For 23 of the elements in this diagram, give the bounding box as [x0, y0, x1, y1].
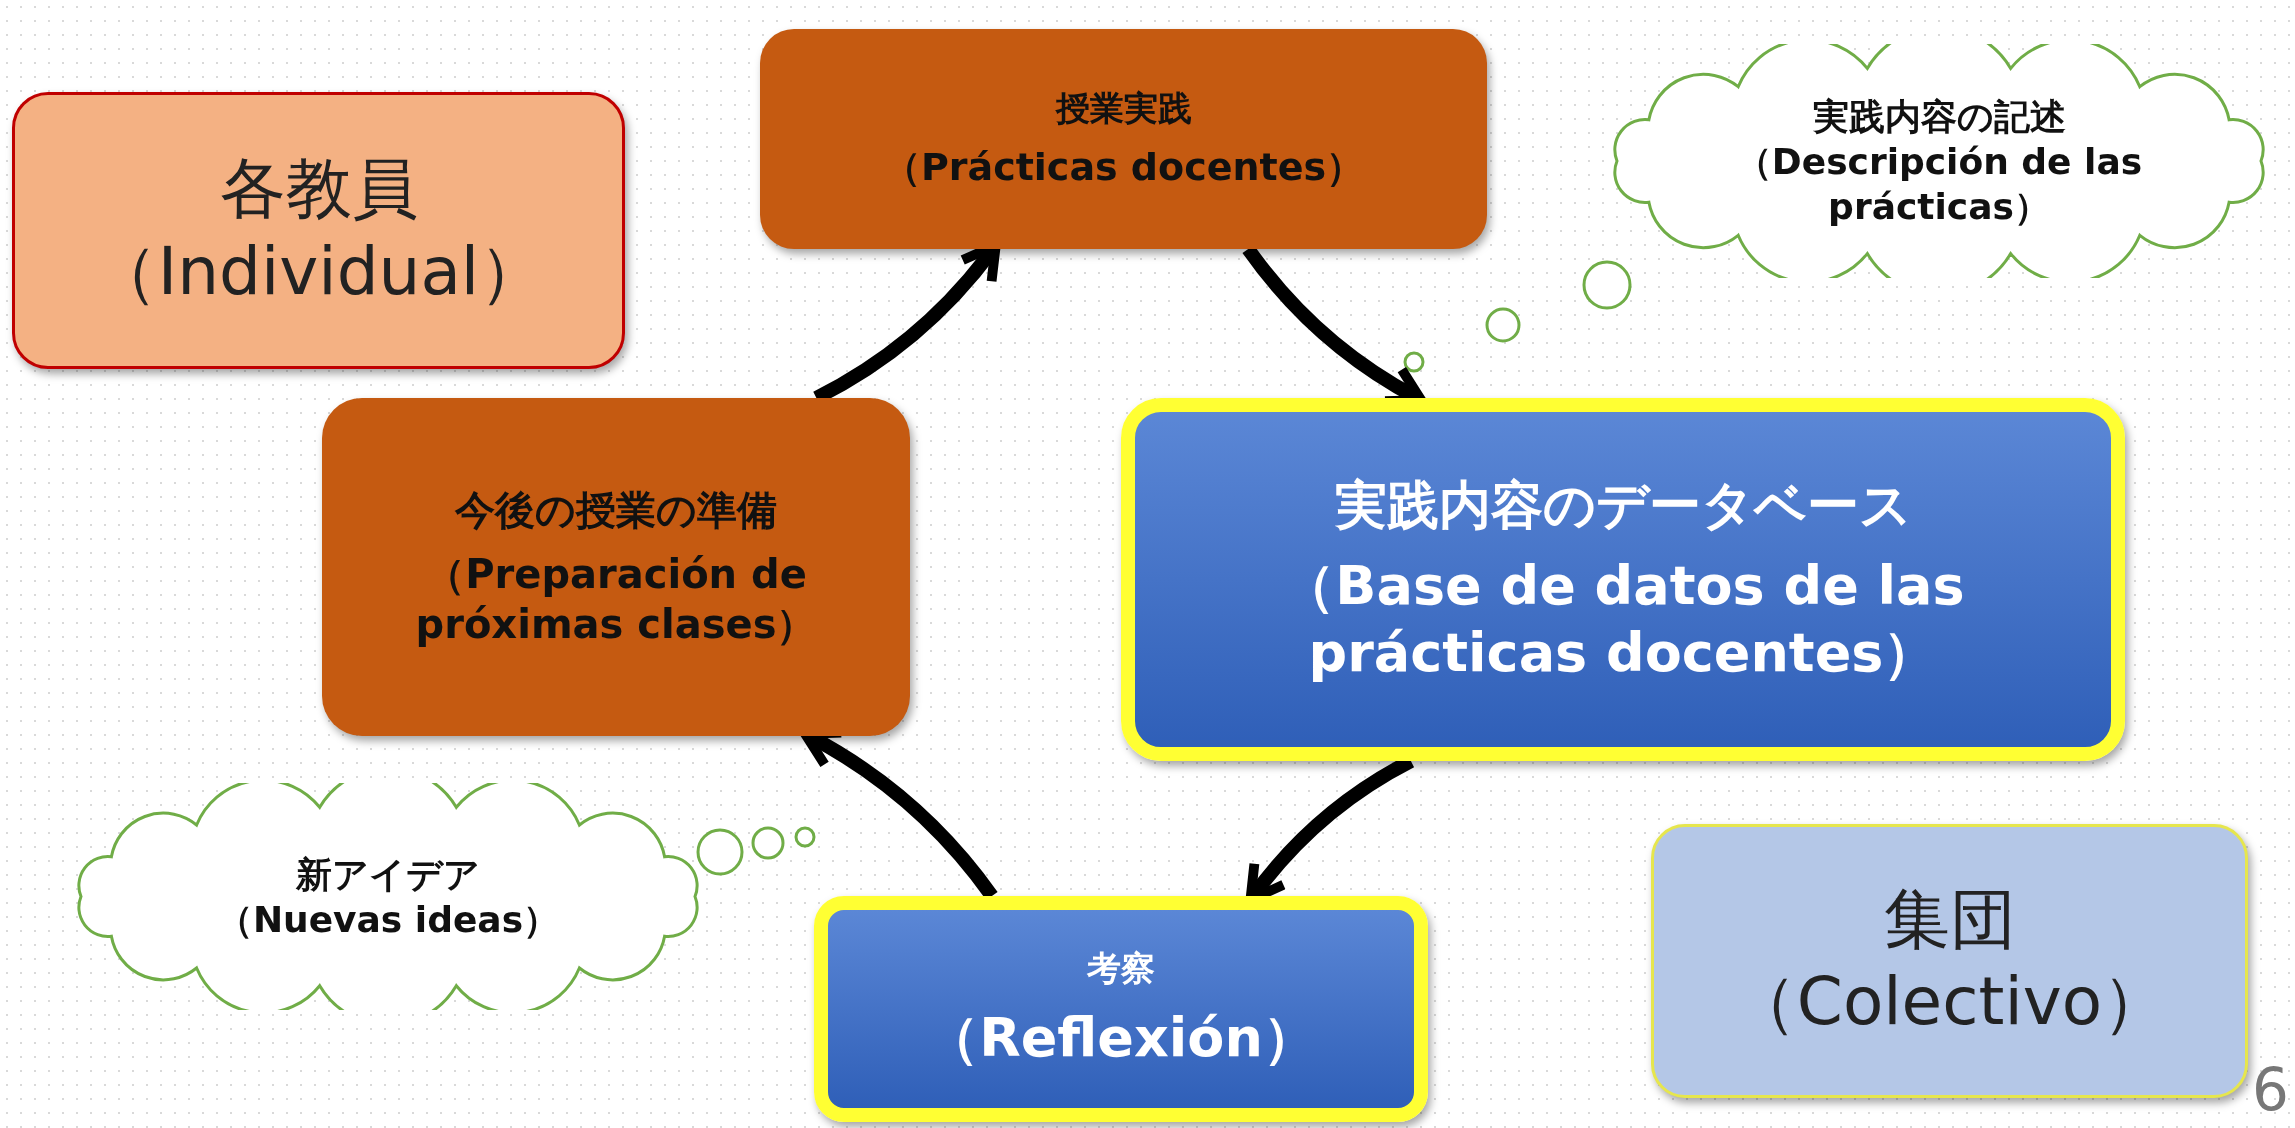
box-text: （Reflexión） — [925, 1004, 1317, 1071]
database-box — [1121, 398, 2125, 761]
box-text: （Individual） — [91, 231, 546, 312]
box-heading: 新アイデア — [296, 852, 480, 897]
process-box — [322, 398, 910, 736]
process-box — [814, 896, 1428, 1122]
box-heading: 集団 — [1883, 879, 2016, 960]
box-text: （Colectivo） — [1730, 962, 2169, 1042]
page-number: 6 — [2252, 1056, 2289, 1124]
box-text: （Base de datos de las prácticas docentes） — [1280, 552, 1966, 686]
box-heading: 考察 — [1087, 947, 1155, 990]
box-text: （Nuevas ideas） — [216, 897, 560, 942]
box-heading: 実践内容のデータベース — [1334, 473, 1912, 537]
process-box — [760, 29, 1487, 249]
box-heading: 今後の授業の準備 — [455, 486, 777, 535]
box-text: （Preparación de próximas clases） — [414, 550, 818, 649]
group-box — [1651, 824, 2248, 1098]
box-text: （Descripción de las prácticas） — [1734, 139, 2144, 229]
box-heading: 各教員 — [219, 149, 418, 229]
box-heading: 授業実践 — [1055, 87, 1192, 130]
box-heading: 実践内容の記述 — [1812, 94, 2066, 139]
group-box — [12, 92, 625, 369]
box-text: （Prácticas docentes） — [882, 143, 1365, 191]
